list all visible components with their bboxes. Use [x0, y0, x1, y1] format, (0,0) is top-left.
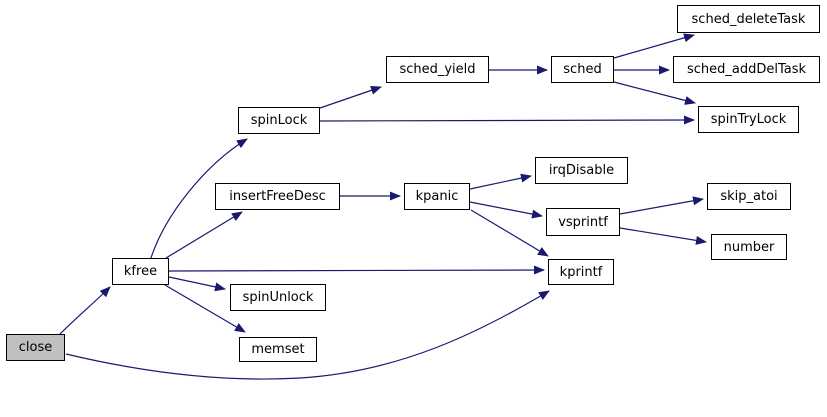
node-kfree[interactable]: kfree: [112, 258, 169, 285]
node-irqDisable[interactable]: irqDisable: [535, 157, 628, 184]
node-memset[interactable]: memset: [239, 337, 317, 362]
node-vsprintf[interactable]: vsprintf: [546, 208, 620, 236]
node-number[interactable]: number: [711, 234, 787, 260]
node-sched_addDelTask[interactable]: sched_addDelTask: [673, 56, 820, 83]
edge-kpanic-to-kprintf: [470, 209, 549, 257]
node-kprintf[interactable]: kprintf: [548, 259, 614, 285]
edge-kfree-to-kprintf: [168, 265, 545, 275]
node-close: close: [6, 334, 65, 361]
edge-kfree-to-memset: [164, 284, 246, 333]
edge-vsprintf-to-number: [619, 227, 707, 245]
node-sched_yield[interactable]: sched_yield: [386, 56, 489, 83]
node-sched[interactable]: sched: [551, 56, 614, 83]
edge-spinLock-to-spinTryLock: [319, 115, 695, 125]
node-skip_atoi[interactable]: skip_atoi: [707, 183, 791, 210]
edge-close-to-kprintf: [65, 290, 550, 380]
node-spinTryLock[interactable]: spinTryLock: [698, 106, 799, 133]
node-insertFreeDesc[interactable]: insertFreeDesc: [215, 183, 340, 210]
edge-kfree-to-spinUnlock: [168, 276, 226, 292]
edge-kfree-to-spinLock: [150, 138, 248, 259]
edge-kfree-to-insertFreeDesc: [165, 211, 243, 259]
edge-sched-to-spinTryLock: [613, 81, 696, 105]
edge-close-to-kfree: [59, 286, 111, 335]
node-sched_deleteTask[interactable]: sched_deleteTask: [677, 5, 820, 33]
edge-sched-to-sched_deleteTask: [613, 33, 695, 59]
edge-spinLock-to-sched_yield: [319, 86, 382, 109]
node-spinUnlock[interactable]: spinUnlock: [230, 284, 326, 311]
edge-vsprintf-to-skip_atoi: [619, 196, 704, 215]
edge-kpanic-to-irqDisable: [469, 173, 532, 190]
node-kpanic[interactable]: kpanic: [404, 183, 470, 210]
node-spinLock[interactable]: spinLock: [238, 107, 320, 134]
edge-kpanic-to-vsprintf: [469, 201, 543, 219]
